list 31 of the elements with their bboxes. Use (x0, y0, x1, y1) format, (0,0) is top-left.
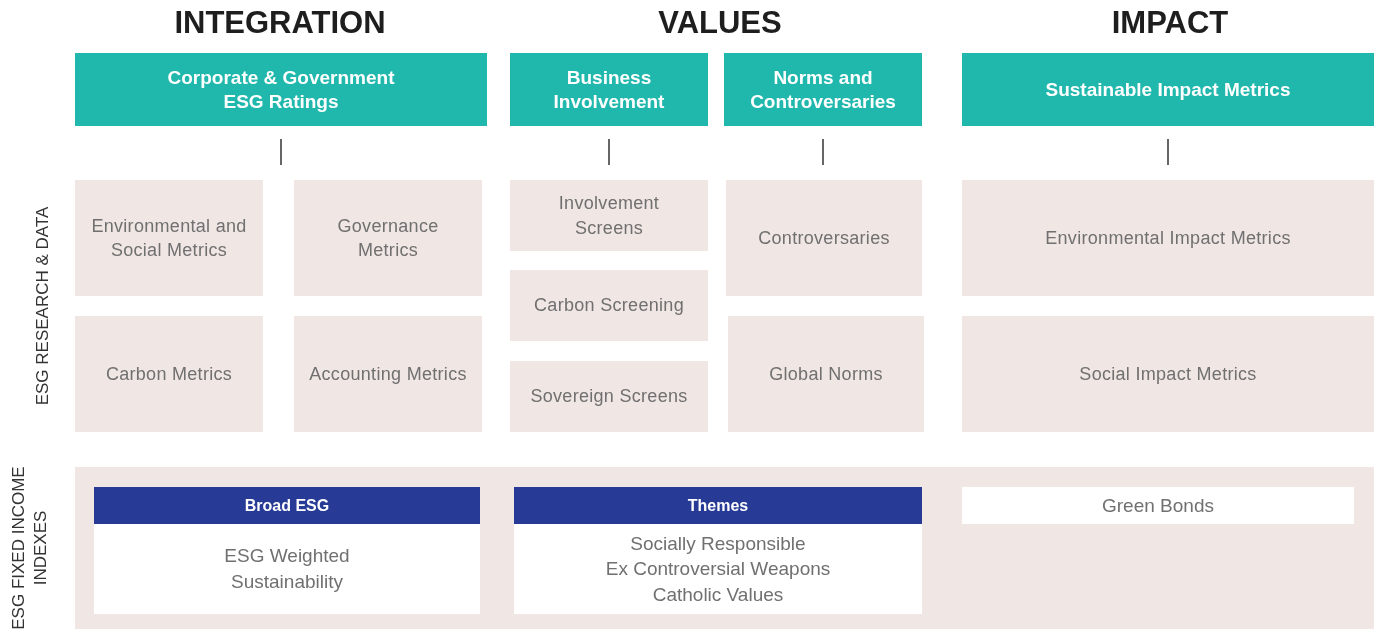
index-box: Green Bonds (962, 487, 1354, 524)
data-box: Governance Metrics (294, 180, 482, 296)
column-title: IMPACT (1110, 5, 1230, 41)
data-box: Involvement Screens (510, 180, 708, 251)
data-box: Social Impact Metrics (962, 316, 1374, 432)
card-header: Themes (514, 487, 922, 524)
section-band (75, 467, 1374, 629)
data-box: Environmental Impact Metrics (962, 180, 1374, 296)
data-box: Carbon Metrics (75, 316, 263, 432)
category-header: Corporate & Government ESG Ratings (75, 53, 487, 126)
category-header: Sustainable Impact Metrics (962, 53, 1374, 126)
category-header: Business Involvement (510, 53, 708, 126)
column-title: VALUES (657, 5, 783, 41)
list-item: Sustainability (231, 570, 343, 594)
card-header: Broad ESG (94, 487, 480, 524)
data-box: Sovereign Screens (510, 361, 708, 432)
list-item: Ex Controversial Weapons (605, 557, 831, 582)
list-item: Catholic Values (652, 582, 784, 607)
data-box: Global Norms (728, 316, 924, 432)
data-box: Accounting Metrics (294, 316, 482, 432)
index-card (94, 487, 480, 614)
index-card (514, 487, 922, 614)
row-label: ESG RESEARCH & DATA (32, 205, 53, 408)
data-box: Environmental and Social Metrics (75, 180, 263, 296)
data-box: Controversaries (726, 180, 922, 296)
list-item: ESG Weighted (224, 544, 350, 569)
list-item: Socially Responsible (630, 531, 806, 556)
category-header: Norms and Controversaries (724, 53, 922, 126)
row-label: ESG FIXED INCOME INDEXES (8, 465, 52, 629)
column-title: INTEGRATION (173, 5, 387, 41)
data-box: Carbon Screening (510, 270, 708, 341)
